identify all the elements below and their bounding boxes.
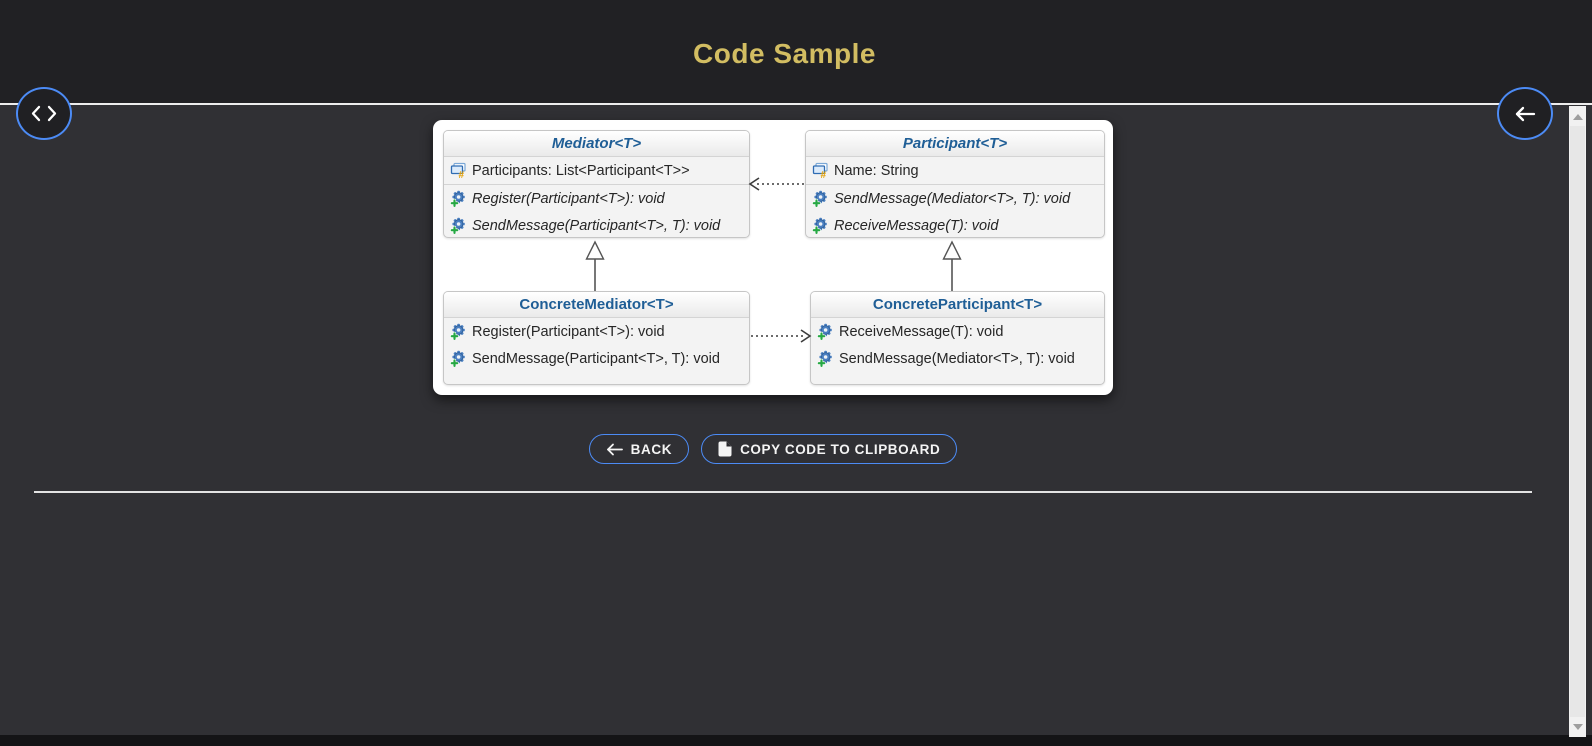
down-triangle-icon xyxy=(1572,723,1583,730)
method-text: SendMessage(Mediator<T>, T): void xyxy=(834,190,1071,207)
copy-code-button[interactable]: COPY CODE TO CLIPBOARD xyxy=(701,434,958,464)
method-text: SendMessage(Participant<T>, T): void xyxy=(472,217,721,234)
method-row: Register(Participant<T>): void xyxy=(444,185,749,212)
class-name: ConcreteMediator<T> xyxy=(444,292,749,318)
up-triangle-icon xyxy=(1572,113,1583,120)
action-button-row: BACK COPY CODE TO CLIPBOARD xyxy=(433,434,1113,464)
svg-text:#: # xyxy=(821,170,827,179)
class-name: Participant<T> xyxy=(806,131,1104,157)
gear-plus-icon xyxy=(812,217,827,234)
uml-diagram-panel: Mediator<T> # Participants: List<Partici… xyxy=(433,120,1113,395)
uml-class-concrete-participant: ConcreteParticipant<T> ReceiveMessage xyxy=(810,291,1105,385)
gear-plus-icon xyxy=(450,323,465,340)
section-divider xyxy=(34,491,1532,493)
view-code-toggle-button[interactable] xyxy=(16,87,72,140)
gear-plus-icon xyxy=(817,350,832,367)
attribute-text: Participants: List<Participant<T>> xyxy=(472,162,690,179)
scrollbar-up-button[interactable] xyxy=(1569,108,1586,125)
document-copy-icon xyxy=(718,441,732,457)
collapse-panel-button[interactable] xyxy=(1497,87,1553,140)
uml-class-participant: Participant<T> # Name: String xyxy=(805,130,1105,238)
uml-class-concrete-mediator: ConcreteMediator<T> Register(Particip xyxy=(443,291,750,385)
attribute-row: # Name: String xyxy=(806,157,1104,185)
method-row: ReceiveMessage(T): void xyxy=(811,318,1104,345)
property-icon: # xyxy=(450,162,466,179)
method-row: SendMessage(Mediator<T>, T): void xyxy=(811,345,1104,372)
method-text: ReceiveMessage(T): void xyxy=(839,323,1004,340)
back-arrow-icon xyxy=(1514,106,1536,122)
method-row: SendMessage(Participant<T>, T): void xyxy=(444,345,749,372)
page-header: Code Sample xyxy=(0,0,1592,105)
class-name: Mediator<T> xyxy=(444,131,749,157)
method-text: SendMessage(Mediator<T>, T): void xyxy=(839,350,1075,367)
attribute-row: # Participants: List<Participant<T>> xyxy=(444,157,749,185)
gear-plus-icon xyxy=(450,350,465,367)
method-row: Register(Participant<T>): void xyxy=(444,318,749,345)
attribute-text: Name: String xyxy=(834,162,919,179)
scrollbar-thumb[interactable] xyxy=(1570,126,1585,717)
gear-plus-icon xyxy=(450,190,465,207)
class-name: ConcreteParticipant<T> xyxy=(811,292,1104,318)
code-brackets-icon xyxy=(31,105,57,122)
method-text: SendMessage(Participant<T>, T): void xyxy=(472,350,720,367)
method-text: ReceiveMessage(T): void xyxy=(834,217,999,234)
svg-text:#: # xyxy=(459,170,465,179)
method-row: ReceiveMessage(T): void xyxy=(806,212,1104,237)
method-row: SendMessage(Participant<T>, T): void xyxy=(444,212,749,237)
gear-plus-icon xyxy=(817,323,832,340)
uml-class-mediator: Mediator<T> # Participants: List<Partici… xyxy=(443,130,750,238)
page-title: Code Sample xyxy=(693,38,876,69)
bottom-edge-strip xyxy=(0,735,1592,746)
back-button[interactable]: BACK xyxy=(588,434,690,464)
method-text: Register(Participant<T>): void xyxy=(472,323,665,340)
copy-code-button-label: COPY CODE TO CLIPBOARD xyxy=(740,441,941,457)
scrollbar-down-button[interactable] xyxy=(1569,718,1586,735)
property-icon: # xyxy=(812,162,828,179)
method-text: Register(Participant<T>): void xyxy=(472,190,665,207)
vertical-scrollbar[interactable] xyxy=(1569,106,1586,737)
gear-plus-icon xyxy=(812,190,827,207)
back-button-label: BACK xyxy=(630,441,673,457)
left-arrow-icon xyxy=(606,443,623,456)
gear-plus-icon xyxy=(450,217,465,234)
method-row: SendMessage(Mediator<T>, T): void xyxy=(806,185,1104,212)
